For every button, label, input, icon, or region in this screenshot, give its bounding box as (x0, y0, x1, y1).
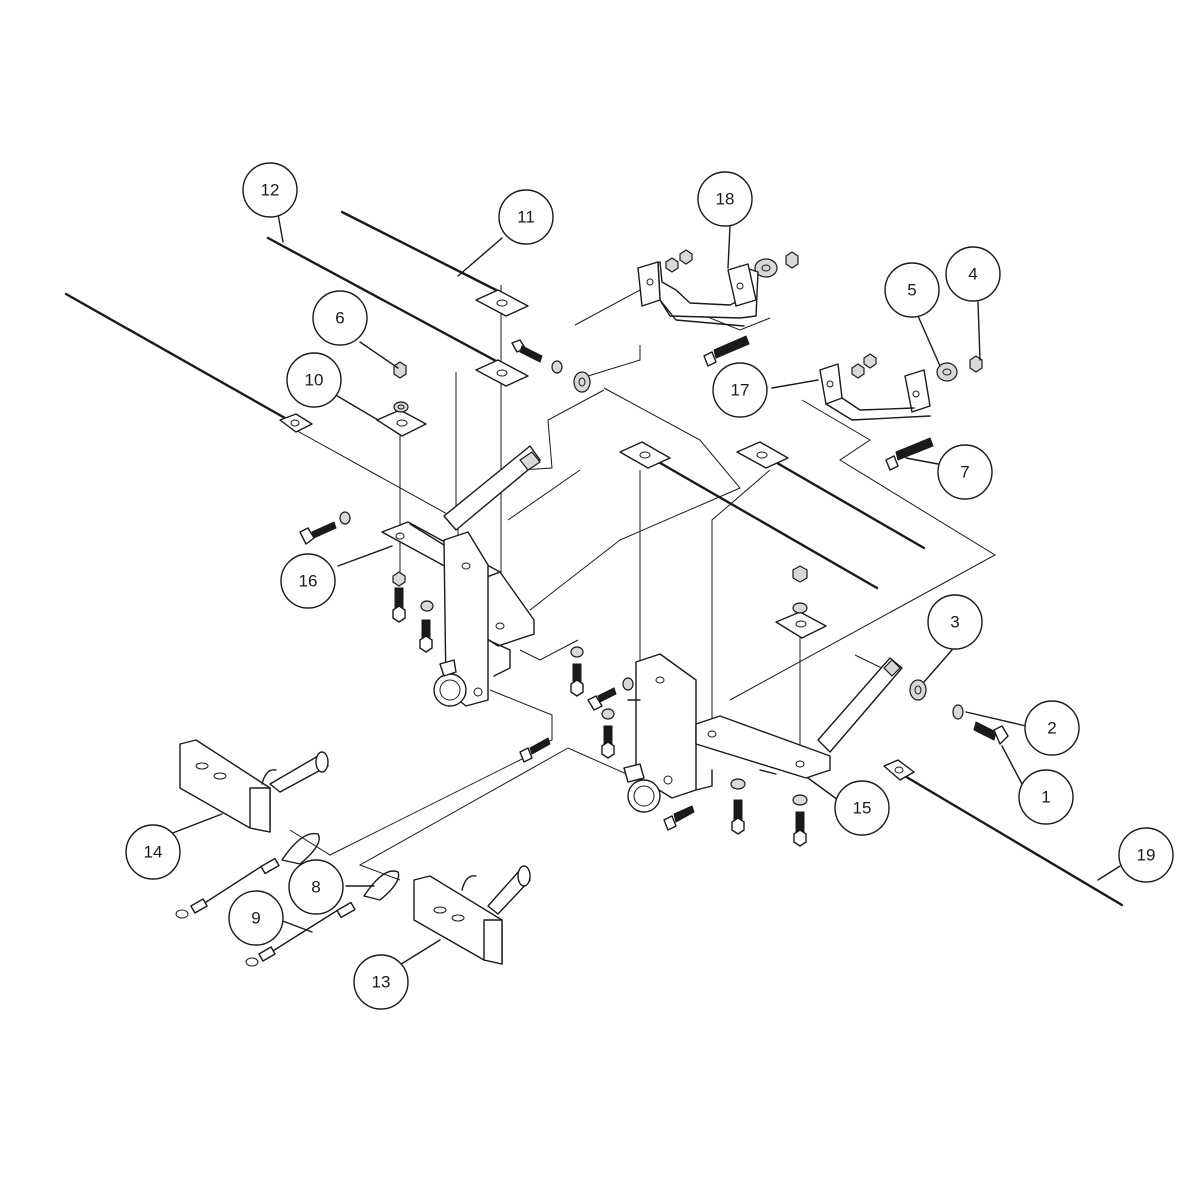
rod-left (64, 292, 294, 424)
svg-text:8: 8 (311, 878, 320, 897)
callout-12: 12 (242, 162, 298, 218)
svg-text:4: 4 (968, 265, 977, 284)
pin-assembly-14 (179, 739, 329, 833)
svg-text:14: 14 (144, 843, 163, 862)
plate-center-right (736, 441, 789, 469)
svg-text:6: 6 (335, 309, 344, 328)
callouts: 1 2 3 4 5 6 7 8 9 10 11 12 13 14 15 16 1… (125, 162, 1174, 1010)
svg-text:5: 5 (907, 281, 916, 300)
svg-text:13: 13 (372, 973, 391, 992)
plate-10 (376, 409, 427, 437)
svg-text:2: 2 (1047, 719, 1056, 738)
svg-text:10: 10 (305, 371, 324, 390)
rod-11 (340, 210, 502, 294)
callout-7: 7 (937, 444, 993, 500)
plate-right (775, 611, 827, 639)
bracket-17 (819, 363, 931, 421)
fasteners (299, 249, 1009, 847)
rod-center-right (763, 454, 926, 550)
svg-text:18: 18 (716, 190, 735, 209)
callout-3: 3 (927, 594, 983, 650)
lanyard-8-9 (175, 832, 400, 967)
svg-text:15: 15 (853, 799, 872, 818)
callout-4: 4 (945, 246, 1001, 302)
rod-center (653, 458, 879, 590)
plates (279, 289, 915, 781)
rods (64, 210, 1124, 907)
svg-text:19: 19 (1137, 846, 1156, 865)
callout-11: 11 (498, 189, 554, 245)
callout-10: 10 (286, 352, 342, 408)
bracket-18 (637, 261, 759, 327)
svg-text:16: 16 (299, 572, 318, 591)
rod-12 (266, 236, 524, 377)
callout-2: 2 (1024, 700, 1080, 756)
svg-text:3: 3 (950, 613, 959, 632)
svg-text:11: 11 (517, 208, 535, 227)
callout-17: 17 (712, 362, 768, 418)
callout-14: 14 (125, 824, 181, 880)
plate-left-rod (279, 413, 313, 433)
left-bracket-16 (381, 445, 541, 707)
callout-16: 16 (280, 553, 336, 609)
callout-15: 15 (834, 780, 890, 836)
plate-center (619, 441, 671, 469)
callout-13: 13 (353, 954, 409, 1010)
svg-text:1: 1 (1041, 788, 1050, 807)
plate-12 (475, 359, 529, 387)
callout-5: 5 (884, 262, 940, 318)
callout-9: 9 (228, 890, 284, 946)
callout-8: 8 (288, 859, 344, 915)
callout-18: 18 (697, 171, 753, 227)
svg-text:9: 9 (251, 909, 260, 928)
pin-assembly-13 (413, 865, 531, 965)
svg-text:7: 7 (960, 463, 969, 482)
plate-19 (883, 759, 915, 781)
right-bracket-15 (623, 653, 903, 813)
plate-11 (475, 289, 529, 317)
svg-text:17: 17 (731, 381, 750, 400)
leader-lines (169, 213, 1121, 967)
svg-text:12: 12 (261, 181, 280, 200)
callout-1: 1 (1018, 769, 1074, 825)
callout-6: 6 (312, 290, 368, 346)
rod-19 (896, 770, 1124, 907)
callout-19: 19 (1118, 827, 1174, 883)
